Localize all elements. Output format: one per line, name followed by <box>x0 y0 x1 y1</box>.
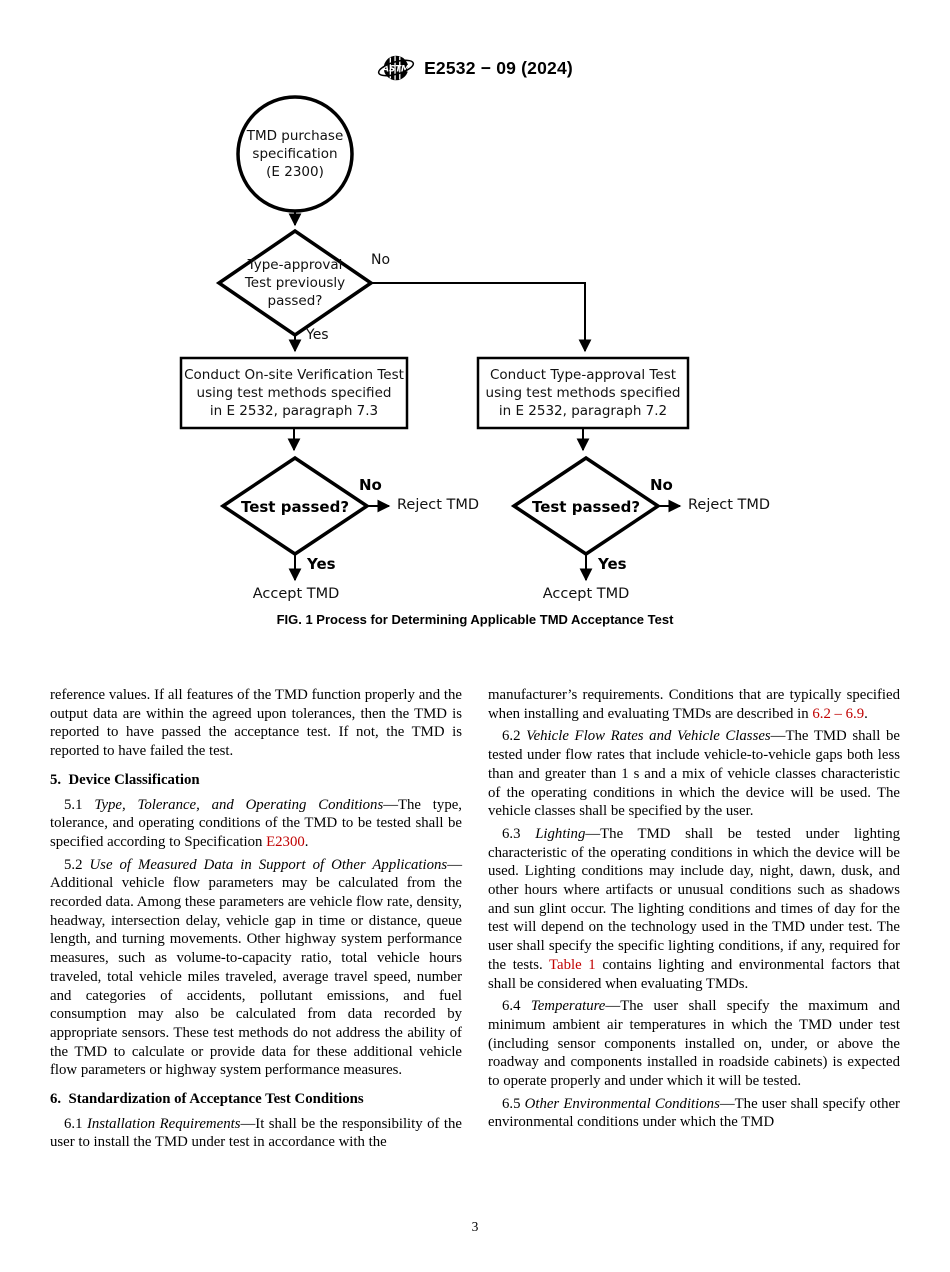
paragraph-5-1: 5.1 Type, Tolerance, and Operating Condi… <box>50 796 462 850</box>
document-code: E2532 − 09 (2024) <box>424 57 573 78</box>
process-typeapproval-box <box>476 356 690 430</box>
para-lead: Temperature <box>530 998 606 1015</box>
page-number: 3 <box>471 1219 479 1234</box>
decision-top-node: Type-approval Test previously passed? <box>244 257 346 309</box>
ref-table-1-link[interactable]: Table 1 <box>549 956 596 973</box>
paragraph-continuation: reference values. If all features of the… <box>50 687 462 760</box>
yes-label-left: Yes <box>307 555 336 573</box>
left-column: reference values. If all features of the… <box>50 686 462 1152</box>
ref-e2300-link[interactable]: E2300 <box>266 833 305 850</box>
para-num: 5.1 <box>64 796 95 813</box>
no-label-left: No <box>359 476 382 494</box>
yes-label-top: Yes <box>306 327 329 343</box>
process-onsite-box <box>179 356 409 430</box>
para-num: 6.3 <box>502 825 536 842</box>
start-ellipse <box>236 95 354 213</box>
paragraph-6-3: 6.3 Lighting—The TMD shall be tested und… <box>488 825 901 992</box>
astm-logo-icon: ASTM <box>377 55 415 81</box>
no-label-right: No <box>650 476 673 494</box>
para-lead: Installation Requirements <box>86 1115 241 1132</box>
decision-test-right-node: Test passed? <box>531 498 641 516</box>
decision-top-diamond <box>215 228 375 338</box>
decision-test-right-diamond <box>510 455 662 557</box>
para-lead: Use of Measured Data in Support of Other… <box>89 856 448 873</box>
page-header: ASTM E2532 − 09 (2024) <box>0 48 950 88</box>
reject-tmd-right: Reject TMD <box>688 497 771 513</box>
accept-tmd-left: Accept TMD <box>252 586 340 602</box>
svg-text:ASTM: ASTM <box>382 64 410 74</box>
paragraph-6-2: 6.2 Vehicle Flow Rates and Vehicle Class… <box>488 728 900 820</box>
para-num: 6.1 <box>64 1115 87 1132</box>
para-num: 5.2 <box>64 856 90 873</box>
para-lead: Other Environmental Conditions <box>524 1095 720 1112</box>
right-column: manufacturer’s requirements. Conditions … <box>488 686 900 1152</box>
para-lead: Vehicle Flow Rates and Vehicle Classes <box>526 728 771 745</box>
section-heading-6: 6. Standardization of Acceptance Test Co… <box>50 1091 364 1108</box>
para-num: 6.4 <box>502 998 531 1015</box>
paragraph-6-1-continuation: manufacturer’s requirements. Conditions … <box>488 687 900 722</box>
paragraph-5-2: 5.2 Use of Measured Data in Support of O… <box>50 856 462 1079</box>
paragraph-6-1: 6.1 Installation Requirements—It shall b… <box>50 1115 462 1151</box>
figure-caption: FIG. 1 Process for Determining Applicabl… <box>276 612 674 627</box>
process-typeapproval-node: Conduct Type-approval Test using test me… <box>485 367 681 419</box>
para-num: 6.2 <box>502 728 527 745</box>
decision-test-left-diamond <box>219 455 371 557</box>
flow-connectors <box>287 212 682 582</box>
paragraph-6-4: 6.4 Temperature—The user shall specify t… <box>488 998 900 1090</box>
yes-label-right: Yes <box>598 555 627 573</box>
body-columns: reference values. If all features of the… <box>50 686 900 1152</box>
accept-tmd-right: Accept TMD <box>542 586 630 602</box>
paragraph-6-5: 6.5 Other Environmental Conditions—The u… <box>488 1095 900 1131</box>
section-heading-5: 5. Device Classification <box>50 771 200 788</box>
para-num: 6.5 <box>502 1095 525 1112</box>
flowchart-figure <box>179 95 690 582</box>
ref-6-2-6-9-link[interactable]: 6.2 – 6.9 <box>812 705 865 722</box>
decision-test-left-node: Test passed? <box>240 498 350 516</box>
start-node: TMD purchase specification (E 2300) <box>246 128 344 180</box>
process-onsite-node: Conduct On-site Verification Test using … <box>184 367 404 419</box>
para-lead: Lighting <box>535 825 586 842</box>
para-lead: Type, Tolerance, and Operating Condition… <box>94 796 384 813</box>
reject-tmd-left: Reject TMD <box>397 497 480 513</box>
no-label-top: No <box>371 252 391 268</box>
